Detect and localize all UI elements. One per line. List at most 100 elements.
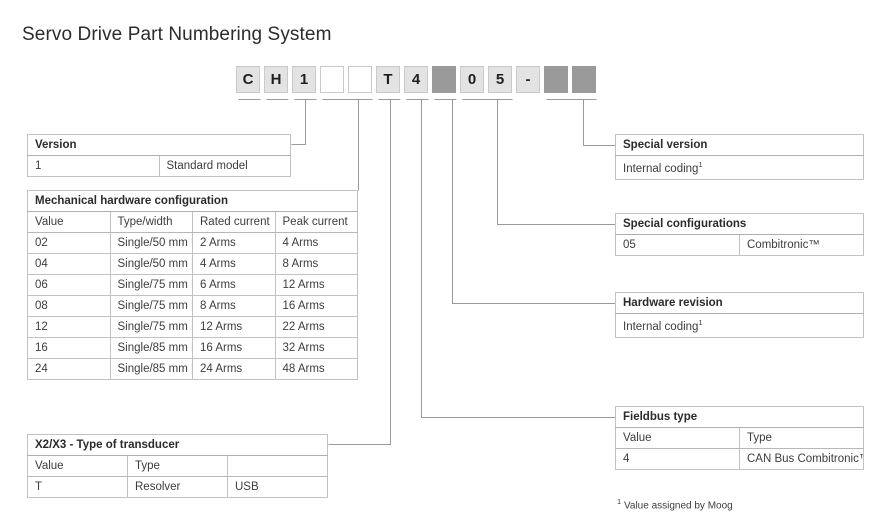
code-box-2: 1 xyxy=(292,66,316,93)
code-box-8: 0 xyxy=(460,66,484,93)
cell-value: 04 xyxy=(27,253,111,275)
footnote-marker: 1 xyxy=(698,318,703,327)
table-row: 16 Single/85 mm L85A 16 Arms 32 Arms xyxy=(27,337,358,359)
cell-type: Resolver xyxy=(127,476,228,498)
table-hardware-revision: Hardware revision Internal coding1 xyxy=(615,292,864,338)
cell-peak-current: 48 Arms xyxy=(274,358,358,380)
column-header-type: Type xyxy=(127,455,228,477)
cell-interface: USB xyxy=(227,476,328,498)
table-title-row: Hardware revision xyxy=(615,292,864,314)
cell-rated-current: 24 Arms xyxy=(192,358,276,380)
cell-type-width: Single/75 mm L75B xyxy=(109,316,193,338)
cell-peak-current: 32 Arms xyxy=(274,337,358,359)
table-row: 04 Single/50 mm L50A 4 Arms 8 Arms xyxy=(27,253,358,275)
table-title: Version xyxy=(27,134,291,156)
cell-rated-current: 12 Arms xyxy=(192,316,276,338)
cell-value: 12 xyxy=(27,316,111,338)
cell-type-width: Single/85 mm L85A xyxy=(109,337,193,359)
table-row: 12 Single/75 mm L75B 12 Arms 22 Arms xyxy=(27,316,358,338)
column-header-rated-current: Rated current xyxy=(192,211,276,233)
table-title: Special version xyxy=(615,134,864,156)
table-row: 06 Single/75 mm L75A 6 Arms 12 Arms xyxy=(27,274,358,296)
table-title-row: Special configurations xyxy=(615,213,864,235)
table-title: Fieldbus type xyxy=(615,406,864,428)
table-title-row: Version xyxy=(27,134,291,156)
table-row: T Resolver USB xyxy=(27,476,328,498)
cell-peak-current: 16 Arms xyxy=(274,295,358,317)
cell-description-text: Internal coding xyxy=(623,162,699,175)
cell-rated-current: 2 Arms xyxy=(192,232,276,254)
code-box-10: - xyxy=(516,66,540,93)
cell-value: 06 xyxy=(27,274,111,296)
table-title: X2/X3 - Type of transducer xyxy=(27,434,328,456)
table-title-row: Mechanical hardware configuration xyxy=(27,190,358,212)
table-title-row: Special version xyxy=(615,134,864,156)
table-row: 4 CAN Bus Combitronic™ xyxy=(615,448,864,470)
table-header-row: Value Type xyxy=(27,455,328,477)
code-box-6: 4 xyxy=(404,66,428,93)
table-title-row: Fieldbus type xyxy=(615,406,864,428)
table-row: Internal coding1 xyxy=(615,155,864,180)
cell-rated-current: 8 Arms xyxy=(192,295,276,317)
cell-description: Combitronic™ xyxy=(739,234,864,256)
column-header-peak-current: Peak current xyxy=(274,211,358,233)
cell-description: Internal coding1 xyxy=(615,155,864,180)
cell-type-width: Single/75 mm L75A xyxy=(109,295,193,317)
table-row: 08 Single/75 mm L75A 8 Arms 16 Arms xyxy=(27,295,358,317)
code-box-4 xyxy=(348,66,372,93)
code-box-3 xyxy=(320,66,344,93)
table-row: Internal coding1 xyxy=(615,313,864,338)
table-special-configurations: Special configurations 05 Combitronic™ xyxy=(615,213,864,256)
cell-peak-current: 8 Arms xyxy=(274,253,358,275)
table-row: 05 Combitronic™ xyxy=(615,234,864,256)
code-box-12 xyxy=(572,66,596,93)
table-title: Special configurations xyxy=(615,213,864,235)
cell-value: T xyxy=(27,476,128,498)
table-fieldbus-type: Fieldbus type Value Type 4 CAN Bus Combi… xyxy=(615,406,864,470)
cell-value: 02 xyxy=(27,232,111,254)
column-header-blank xyxy=(227,455,328,477)
column-header-value: Value xyxy=(27,211,111,233)
table-row: 02 Single/50 mm L50A 2 Arms 4 Arms xyxy=(27,232,358,254)
table-title: Hardware revision xyxy=(615,292,864,314)
cell-peak-current: 22 Arms xyxy=(274,316,358,338)
cell-type-width: Single/50 mm L50A xyxy=(109,253,193,275)
table-special-version: Special version Internal coding1 xyxy=(615,134,864,180)
column-header-value: Value xyxy=(27,455,128,477)
footnote-text: Value assigned by Moog xyxy=(623,500,733,512)
table-header-row: Value Type xyxy=(615,427,864,449)
footnote-marker: 1 xyxy=(617,497,622,506)
table-title-row: X2/X3 - Type of transducer xyxy=(27,434,328,456)
cell-type-width: Single/50 mm L50A xyxy=(109,232,193,254)
footnote: 1 Value assigned by Moog xyxy=(617,497,733,511)
table-row: 24 Single/85 mm L85B 24 Arms 48 Arms xyxy=(27,358,358,380)
cell-description-text: Internal coding xyxy=(623,320,699,333)
cell-rated-current: 4 Arms xyxy=(192,253,276,275)
cell-value: 05 xyxy=(615,234,740,256)
code-box-7 xyxy=(432,66,456,93)
cell-description: Standard model xyxy=(158,155,291,177)
cell-rated-current: 16 Arms xyxy=(192,337,276,359)
column-header-type-width: Type/width xyxy=(109,211,193,233)
table-version: Version 1 Standard model xyxy=(27,134,291,177)
cell-description: Internal coding1 xyxy=(615,313,864,338)
cell-value: 4 xyxy=(615,448,740,470)
table-mechanical-hardware: Mechanical hardware configuration Value … xyxy=(27,190,358,380)
cell-type: CAN Bus Combitronic™ xyxy=(739,448,864,470)
table-header-row: Value Type/width Rated current Peak curr… xyxy=(27,211,358,233)
page-title: Servo Drive Part Numbering System xyxy=(22,24,332,45)
cell-value: 24 xyxy=(27,358,111,380)
cell-peak-current: 4 Arms xyxy=(274,232,358,254)
cell-rated-current: 6 Arms xyxy=(192,274,276,296)
cell-type-width: Single/85 mm L85B xyxy=(109,358,193,380)
table-row: 1 Standard model xyxy=(27,155,291,177)
table-title: Mechanical hardware configuration xyxy=(27,190,358,212)
code-box-11 xyxy=(544,66,568,93)
code-box-5: T xyxy=(376,66,400,93)
cell-type-width: Single/75 mm L75A xyxy=(109,274,193,296)
cell-value: 08 xyxy=(27,295,111,317)
cell-value: 1 xyxy=(27,155,160,177)
column-header-type: Type xyxy=(739,427,864,449)
